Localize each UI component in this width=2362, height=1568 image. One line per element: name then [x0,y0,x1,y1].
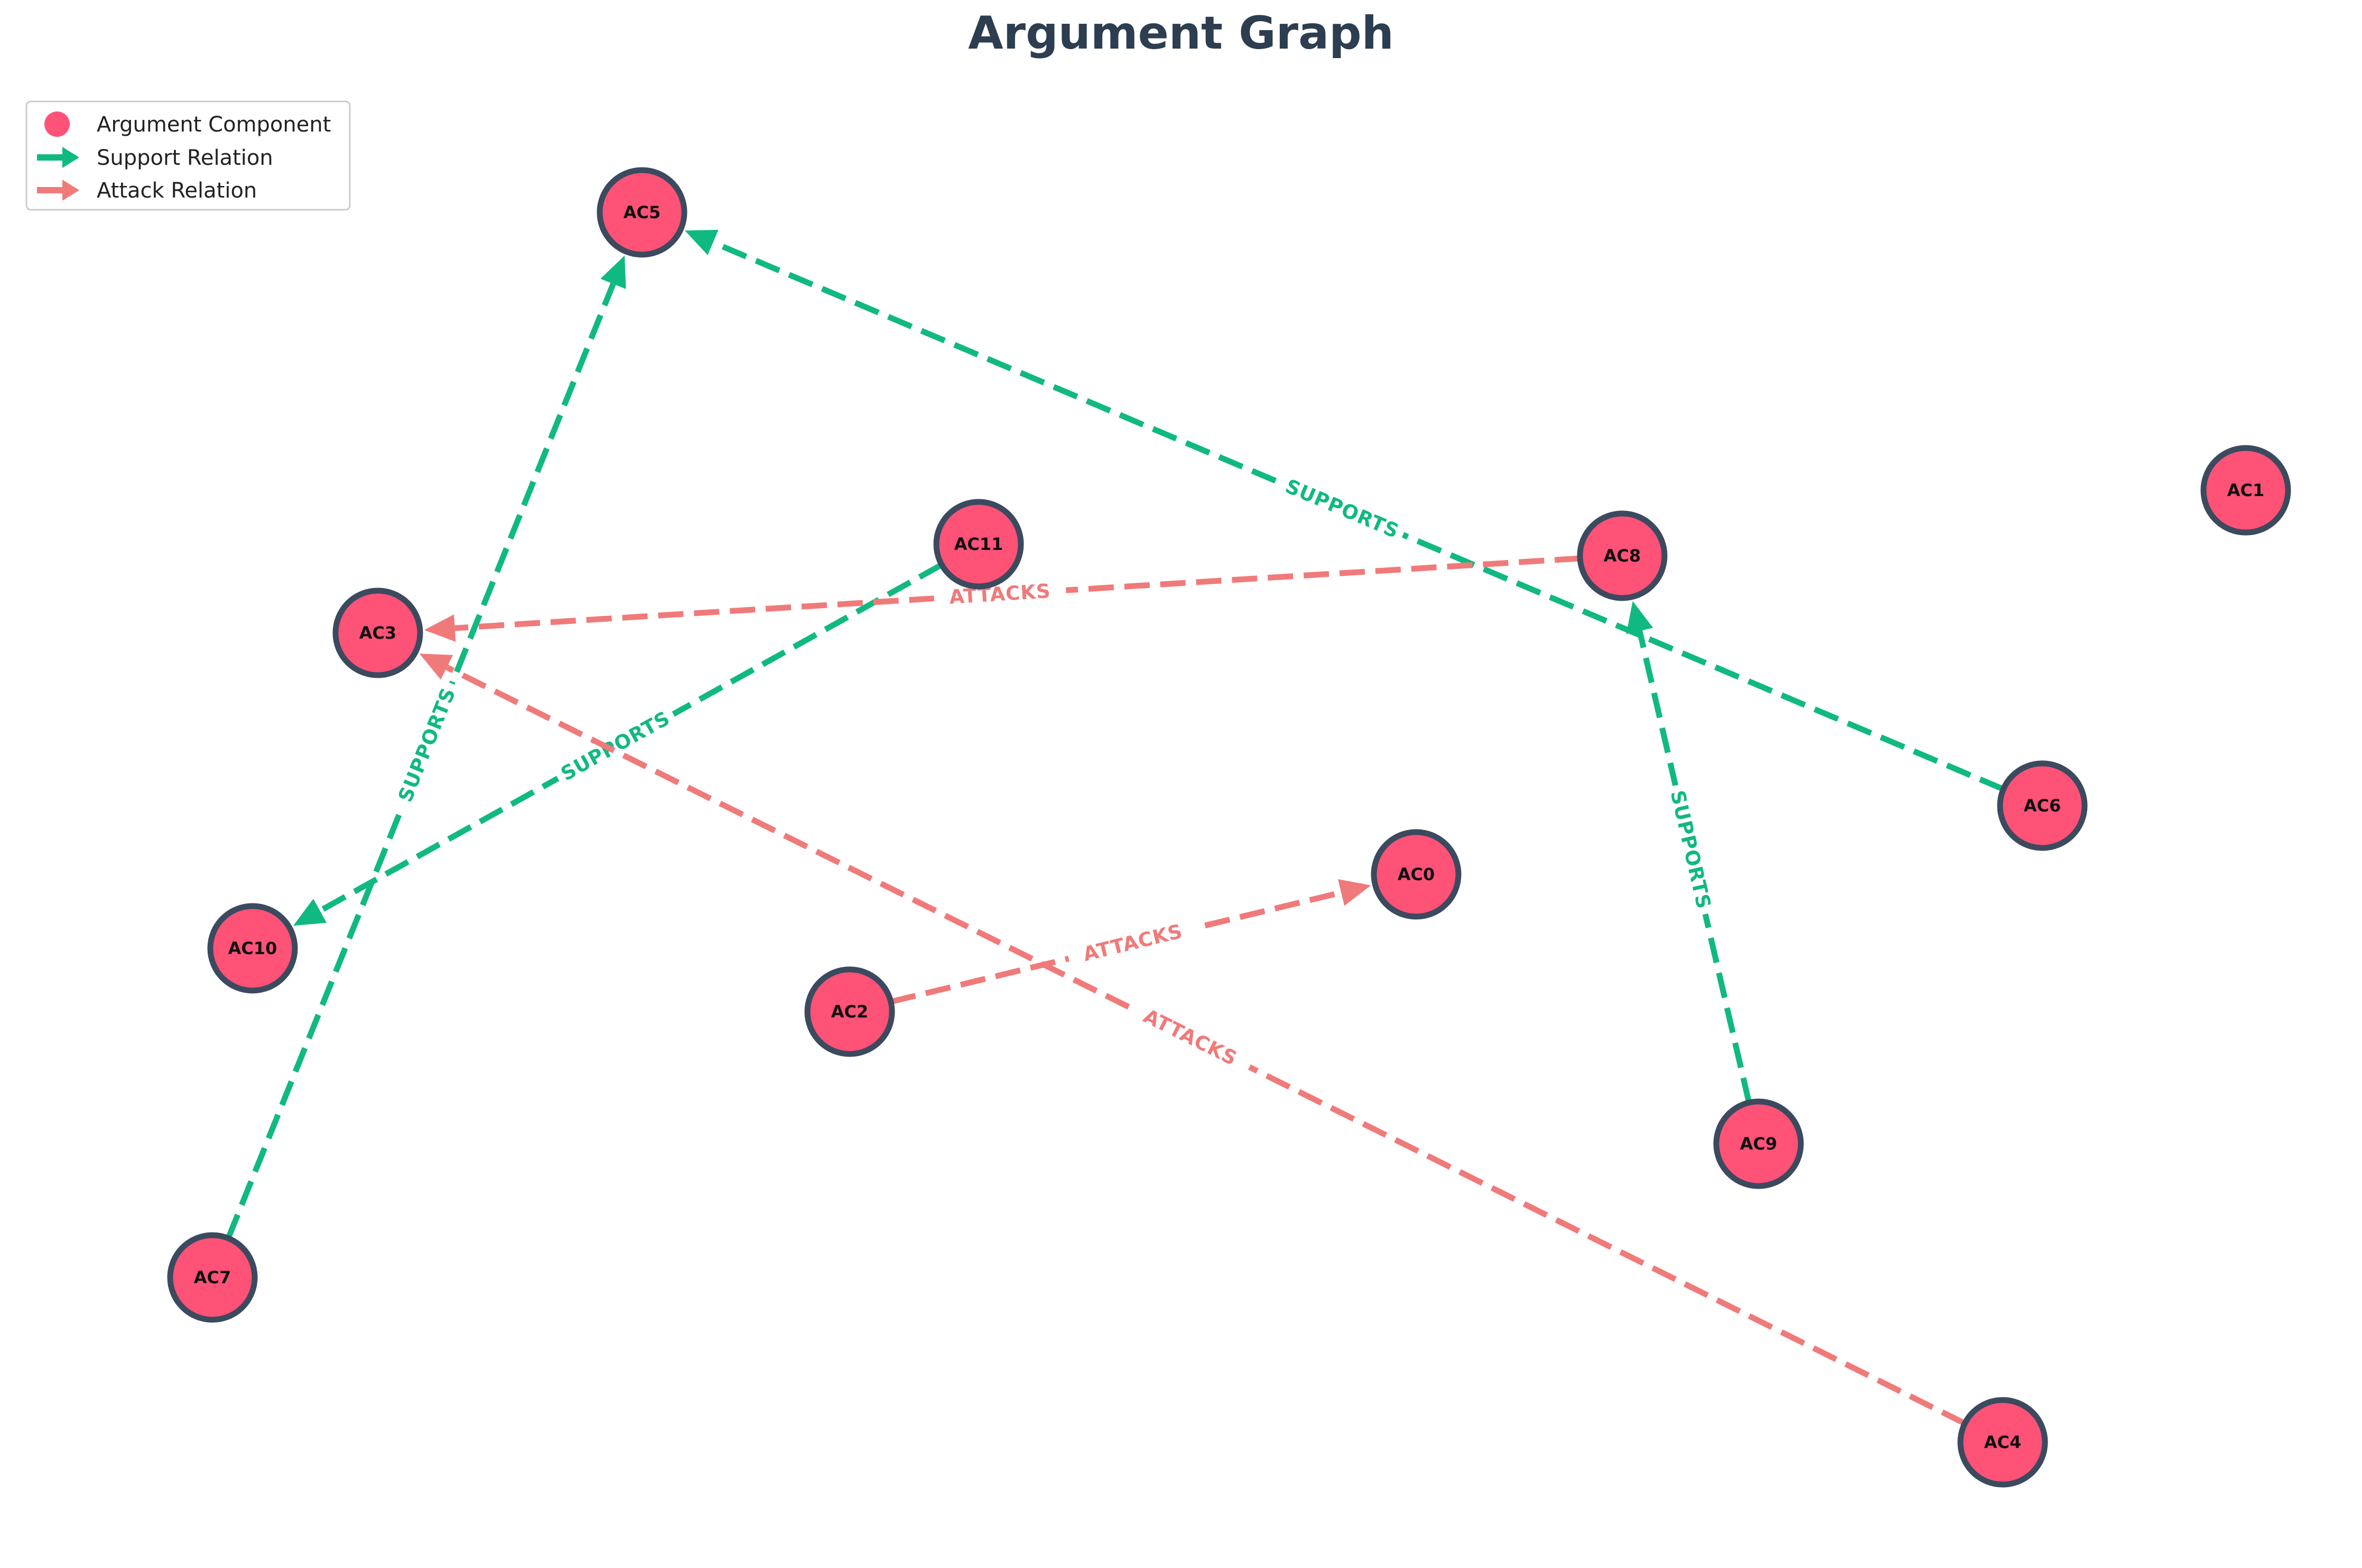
edge-ac4-ac3: ATTACKS [419,654,1966,1426]
legend: Argument Component Support Relation Atta… [25,100,351,211]
node-circle[interactable] [804,966,895,1057]
edge-label-background [1666,782,1719,917]
node-label: AC3 [359,623,397,643]
support-arrowhead-icon [600,255,626,290]
edge-label: SUPPORTS [1666,788,1716,911]
support-arrowhead-icon [685,230,719,255]
node-circle[interactable] [1371,829,1462,920]
node-ac8[interactable]: AC8 [1577,510,1668,601]
node-ac11[interactable]: AC11 [933,499,1024,590]
legend-attack-arrow-icon [62,180,79,201]
support-arrowhead-icon [1626,601,1653,634]
node-circle[interactable] [1957,1397,2048,1488]
edges-layer: SUPPORTSSUPPORTSSUPPORTSSUPPORTSATTACKSA… [225,230,2005,1426]
edge-label-background [1127,995,1256,1076]
node-label: AC7 [194,1267,231,1287]
edge-label: SUPPORTS [1282,475,1402,543]
node-ac6[interactable]: AC6 [1997,760,2088,851]
node-circle[interactable] [1997,760,2088,851]
edge-label-background [1277,470,1409,544]
legend-component-marker [44,111,70,137]
edge-ac6-ac5: SUPPORTS [685,230,2005,792]
node-label: AC8 [1604,546,1641,566]
node-circle[interactable] [207,903,298,994]
node-label: AC5 [624,202,661,222]
legend-component-label: Argument Component [97,113,331,137]
node-label: AC10 [228,938,277,958]
edge-label-background [1065,914,1199,968]
node-circle[interactable] [1713,1098,1804,1189]
page-title: Argument Graph [968,7,1394,60]
node-circle[interactable] [332,587,423,678]
edge-ac2-ac0: ATTACKS [890,879,1371,1005]
node-circle[interactable] [933,499,1024,590]
support-arrowhead-icon [293,899,327,926]
node-label: AC1 [2227,480,2265,500]
node-ac9[interactable]: AC9 [1713,1098,1804,1189]
support-edge-line [1636,630,1752,1104]
node-circle[interactable] [1577,510,1668,601]
edge-label-background [551,702,678,787]
node-label: AC0 [1398,864,1435,884]
node-ac4[interactable]: AC4 [1957,1397,2048,1488]
node-circle[interactable] [167,1232,258,1323]
node-circle[interactable] [2200,445,2291,536]
edge-label: ATTACKS [1140,1004,1241,1070]
node-ac2[interactable]: AC2 [804,966,895,1057]
legend-support-label: Support Relation [97,146,273,170]
edge-ac7-ac5: SUPPORTS [225,255,626,1239]
node-ac7[interactable]: AC7 [167,1232,258,1323]
node-ac1[interactable]: AC1 [2200,445,2291,536]
node-label: AC4 [1984,1432,2022,1452]
support-edge-line [318,562,943,913]
legend-box [25,100,351,211]
node-ac10[interactable]: AC10 [207,903,298,994]
edge-label: ATTACKS [1081,920,1185,966]
node-circle[interactable] [597,167,687,258]
attack-arrowhead-icon [424,614,456,642]
attack-arrowhead-icon [1337,879,1371,906]
legend-support-arrow-icon [62,147,79,168]
node-label: AC11 [954,534,1003,554]
node-ac5[interactable]: AC5 [597,167,687,258]
edge-label-background [389,678,461,810]
node-ac3[interactable]: AC3 [332,587,423,678]
node-label: AC2 [831,1002,869,1022]
node-ac0[interactable]: AC0 [1371,829,1462,920]
legend-attack-label: Attack Relation [97,179,257,203]
attack-arrowhead-icon [419,654,453,680]
node-label: AC9 [1740,1134,1778,1154]
edge-label: SUPPORTS [394,685,460,806]
node-label: AC6 [2024,796,2061,816]
